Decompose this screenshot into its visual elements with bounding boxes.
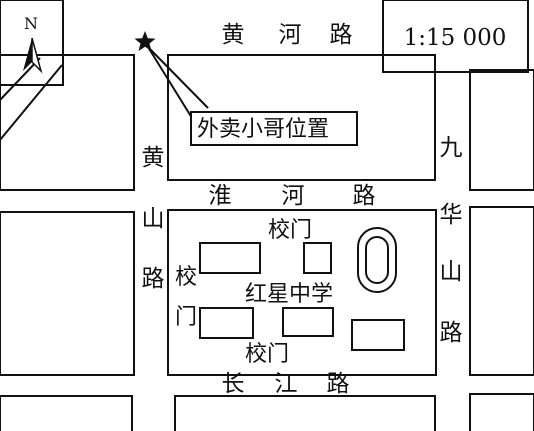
road-label-jiuhuashan: 路 bbox=[440, 320, 463, 346]
scale-box bbox=[382, 0, 529, 73]
north-arrow-box bbox=[0, 0, 64, 86]
road-label-huanghe: 路 bbox=[330, 22, 353, 48]
courier-callout-box bbox=[190, 111, 358, 146]
road-label-changjiang: 路 bbox=[327, 371, 350, 397]
block-south-1 bbox=[0, 395, 133, 431]
school-gate-south-label: 校门 bbox=[245, 342, 289, 367]
school-block bbox=[167, 209, 437, 376]
road-label-huangshan: 黄 bbox=[142, 145, 165, 171]
block-northwest bbox=[0, 54, 135, 191]
star-icon bbox=[134, 31, 156, 51]
callout-leader-line bbox=[147, 46, 209, 109]
diagonal-road-edge bbox=[0, 57, 41, 101]
road-label-changjiang: 长 bbox=[222, 371, 245, 397]
road-label-huaihe: 河 bbox=[282, 183, 305, 209]
road-label-huaihe: 路 bbox=[353, 183, 376, 209]
callout-leader-line bbox=[147, 46, 193, 119]
school-name-label: 红星中学 bbox=[245, 282, 333, 307]
north-arrow-icon bbox=[23, 37, 43, 74]
block-south-3 bbox=[469, 393, 534, 431]
road-label-jiuhuashan: 山 bbox=[440, 259, 463, 285]
road-label-huangshan: 路 bbox=[142, 266, 165, 292]
school-building bbox=[282, 307, 334, 337]
block-northeast bbox=[469, 69, 534, 191]
road-label-huangshan: 山 bbox=[142, 206, 165, 232]
scale-label: 1:15 000 bbox=[404, 25, 507, 51]
school-building bbox=[351, 319, 405, 351]
road-label-huaihe: 淮 bbox=[209, 183, 232, 209]
school-building bbox=[199, 242, 261, 274]
school-gate-north-label: 校门 bbox=[268, 218, 312, 243]
road-label-jiuhuashan: 九 bbox=[440, 135, 463, 161]
running-track-outer bbox=[357, 227, 397, 293]
running-track-inner bbox=[365, 236, 389, 284]
school-building bbox=[303, 242, 332, 274]
block-southeast bbox=[469, 206, 534, 376]
school-gate-west-label: 校 bbox=[175, 265, 197, 290]
block-south-2 bbox=[174, 395, 436, 431]
block-southwest bbox=[0, 211, 135, 376]
school-building bbox=[199, 307, 254, 339]
diagonal-road-edge bbox=[0, 64, 63, 141]
school-gate-west-label: 门 bbox=[175, 305, 197, 330]
courier-position-label: 外卖小哥位置 bbox=[197, 117, 329, 142]
road-label-huanghe: 河 bbox=[279, 22, 302, 48]
road-label-changjiang: 江 bbox=[275, 371, 298, 397]
block-north-center bbox=[167, 54, 436, 181]
road-label-jiuhuashan: 华 bbox=[440, 202, 463, 228]
north-label: N bbox=[24, 14, 38, 33]
road-label-huanghe: 黄 bbox=[222, 22, 245, 48]
